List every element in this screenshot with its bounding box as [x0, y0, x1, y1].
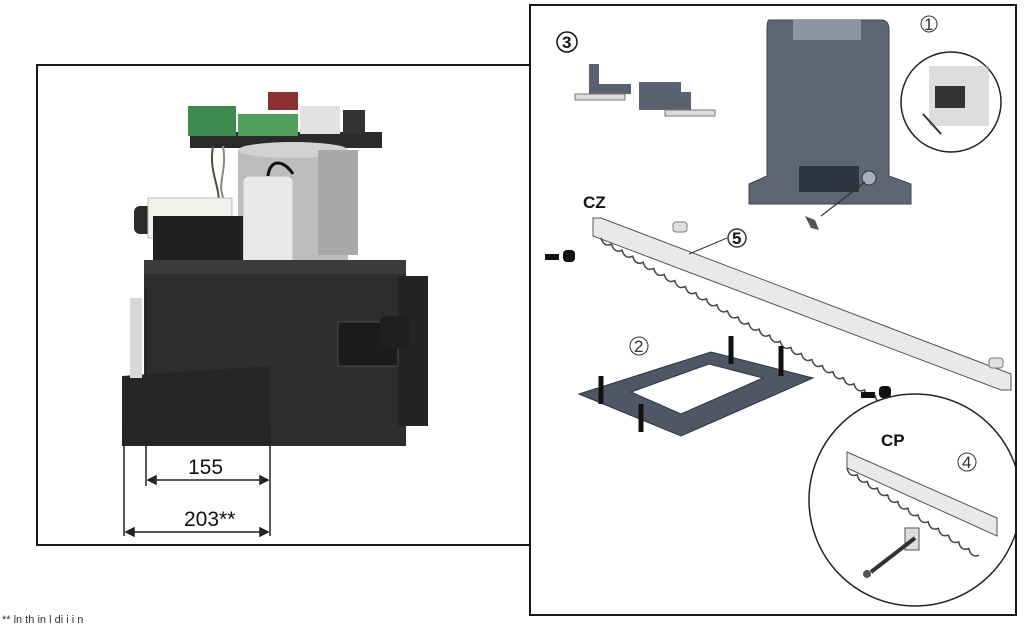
footnote: ** ln th in l di i i n [2, 614, 84, 626]
capacitor [242, 161, 295, 275]
motor-photo-panel: 155 203** [36, 64, 546, 546]
dimension-203: 203** [184, 508, 235, 531]
motor-housing [122, 260, 428, 446]
label-1: 1 [924, 15, 933, 34]
installation-diagram: 3 1 CZ 5 [545, 15, 1015, 607]
rack-brackets: 3 [556, 31, 716, 117]
label-cp: CP [881, 431, 905, 450]
label-2: 2 [634, 337, 643, 356]
motor-cover [748, 19, 912, 230]
label-3: 3 [562, 33, 571, 52]
base-plate: 2 [577, 336, 815, 437]
detail-circle-1: 1 [900, 15, 1002, 153]
detail-circle-4: CP 4 [808, 393, 1015, 607]
label-5: 5 [732, 229, 741, 248]
label-cz: CZ [583, 193, 606, 212]
dimension-155: 155 [188, 456, 223, 479]
dimension-lines [123, 286, 271, 538]
motor-photo: 155 203** [122, 92, 428, 538]
label-4: 4 [962, 453, 971, 472]
installation-diagram-panel: 3 1 CZ 5 [529, 4, 1017, 616]
